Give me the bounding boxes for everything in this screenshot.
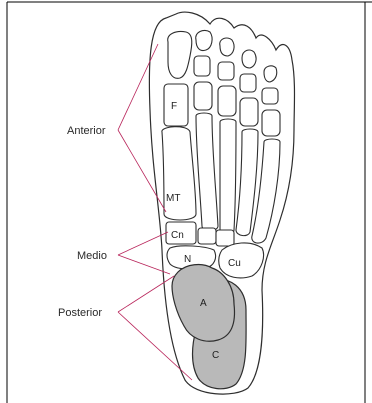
lateral-cuneiform	[216, 230, 234, 246]
toe-4-distal	[242, 50, 256, 68]
toe-2-distal	[196, 30, 212, 50]
big-toe-distal-phalanx	[168, 31, 192, 78]
medio-leader-top	[118, 232, 168, 255]
anterior-leader-top	[118, 44, 158, 130]
label-posterior: Posterior	[58, 307, 102, 319]
posterior-leader-bottom	[118, 312, 192, 380]
toe-5-distal	[264, 66, 277, 82]
metatarsal-4	[236, 129, 258, 236]
metatarsal-1	[162, 127, 196, 220]
label-phalanx: F	[171, 101, 177, 112]
label-talus: A	[200, 298, 207, 309]
metatarsal-2	[196, 113, 218, 231]
toe-5-proximal	[262, 110, 280, 136]
label-cuneiform: Cn	[171, 230, 184, 241]
intermediate-cuneiform	[198, 228, 216, 244]
metatarsal-3	[220, 119, 236, 235]
toe-2-middle	[194, 56, 210, 76]
label-calcaneus: C	[212, 350, 219, 361]
toe-4-proximal	[240, 98, 258, 126]
posterior-leader-top	[118, 276, 174, 312]
cuboid-bone	[219, 243, 264, 278]
anterior-leader-bottom	[118, 130, 166, 212]
toe-5-middle	[262, 88, 278, 104]
toe-3-distal	[220, 38, 234, 56]
toe-3-proximal	[218, 86, 236, 116]
label-medio: Medio	[77, 250, 107, 262]
toe-4-middle	[240, 74, 256, 92]
toe-2-proximal	[194, 82, 212, 110]
label-navicular: N	[184, 254, 191, 265]
label-anterior: Anterior	[67, 125, 106, 137]
label-cuboid: Cu	[228, 258, 241, 269]
label-metatarsal: MT	[166, 193, 180, 204]
toe-3-middle	[218, 62, 234, 80]
